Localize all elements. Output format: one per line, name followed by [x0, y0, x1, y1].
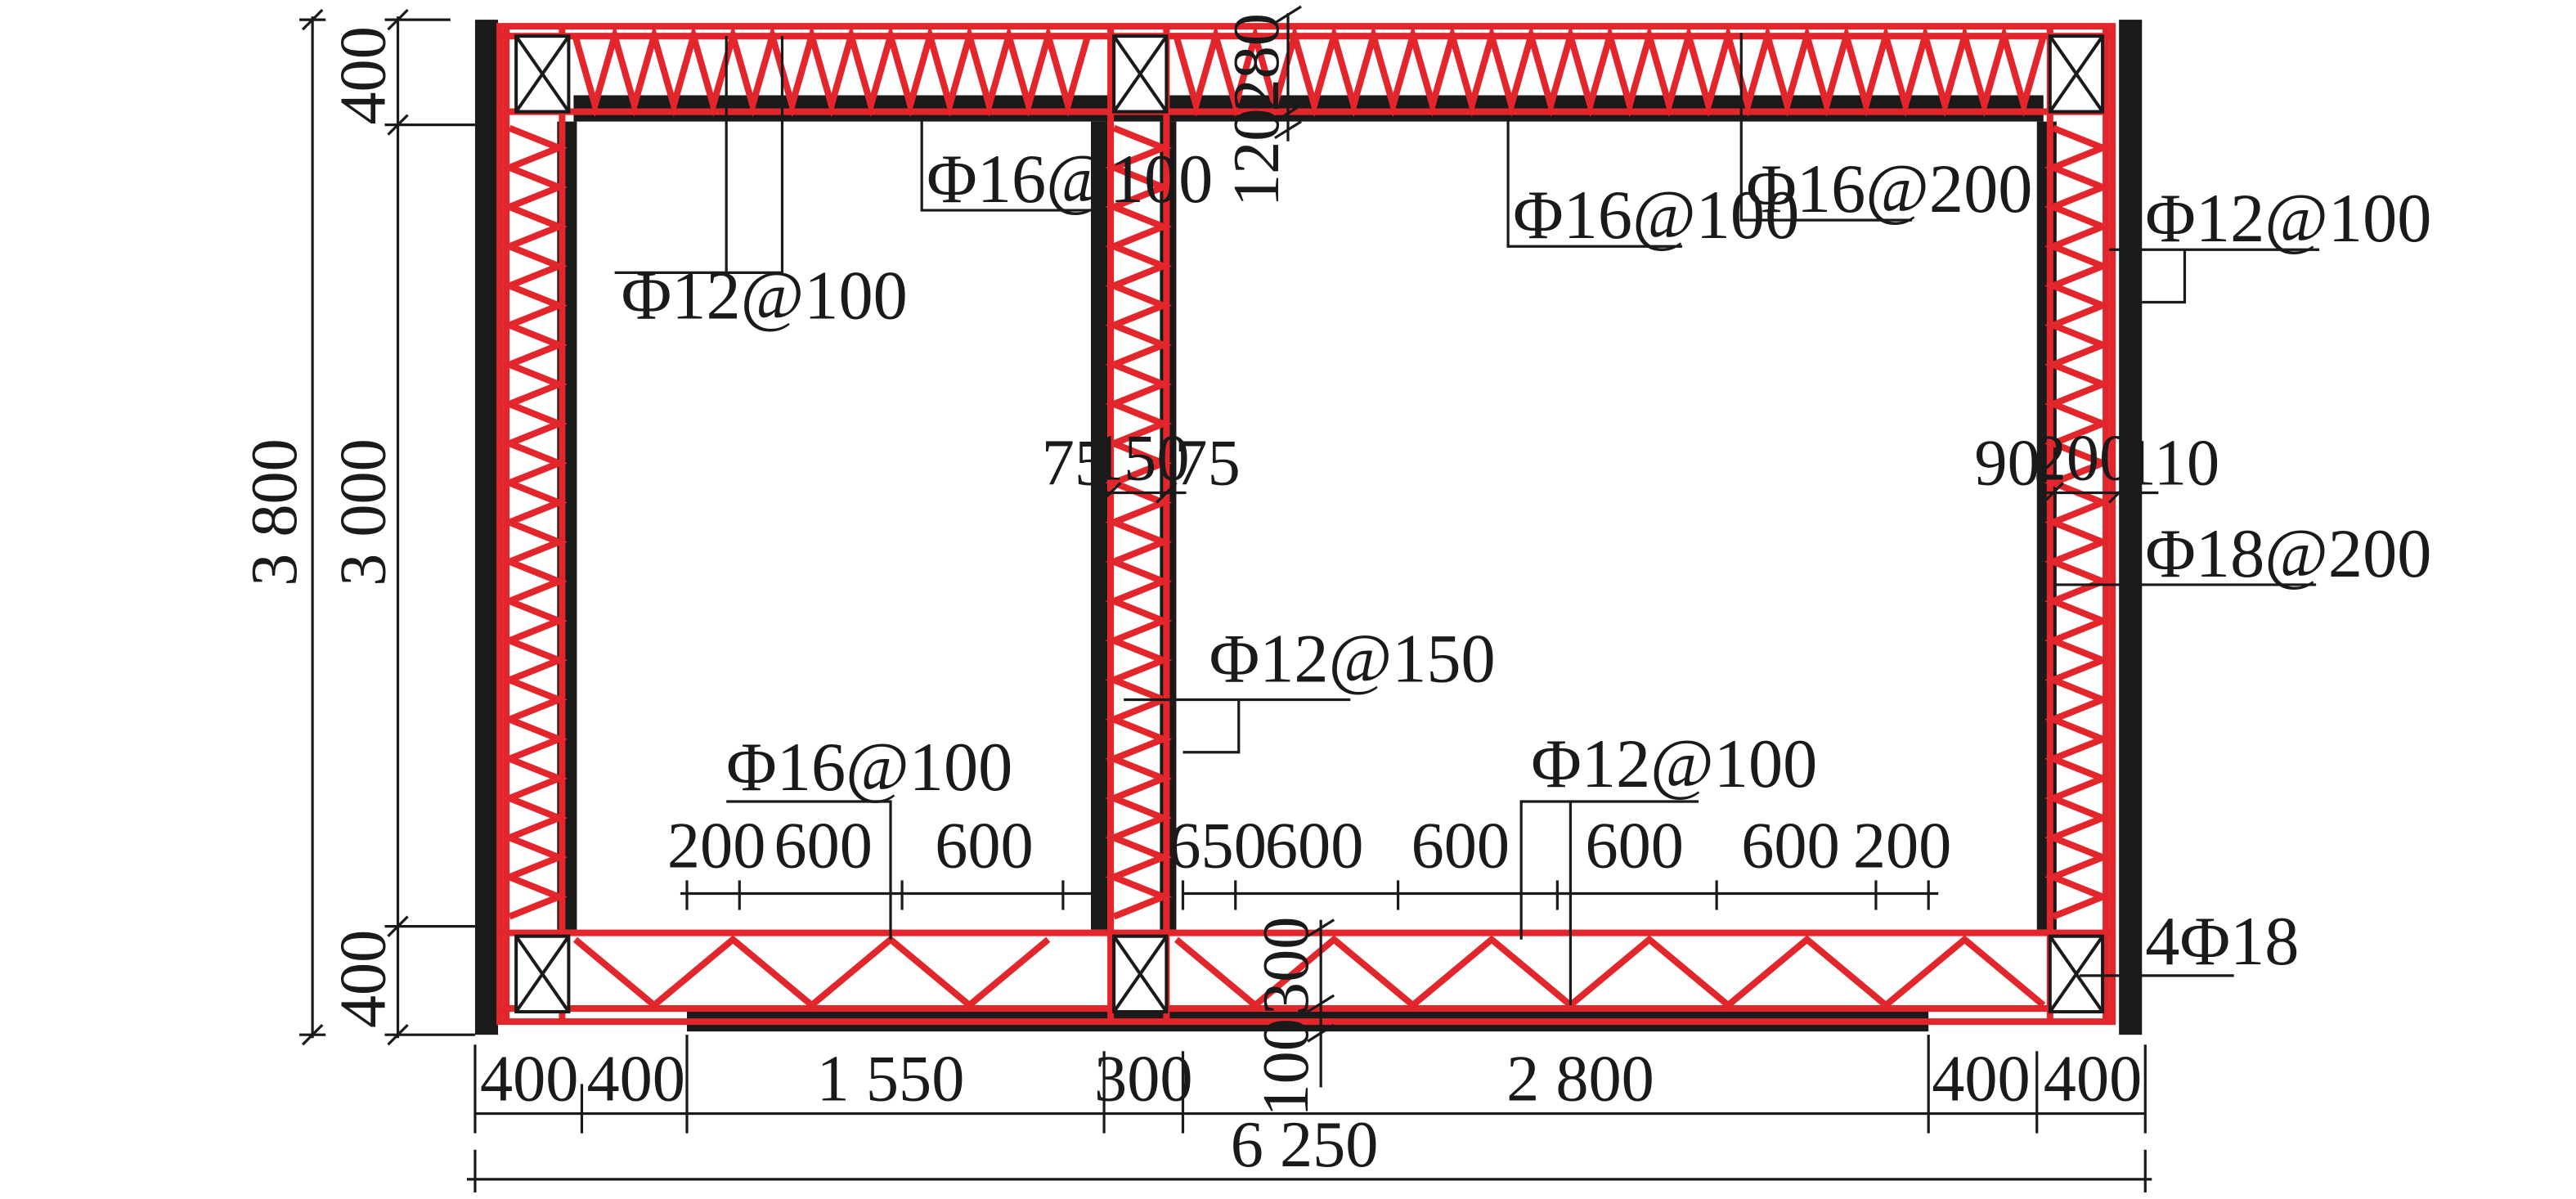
dim-bottom-1: 400	[587, 1043, 685, 1116]
dim-bottom-cover: 100	[1250, 1018, 1322, 1116]
spacing-left-1: 600	[774, 809, 872, 882]
spacing-right-2: 600	[1411, 809, 1510, 882]
dim-bottom-slab: 300	[1250, 917, 1322, 1015]
dim-bottom-total: 6 250	[1231, 1108, 1379, 1181]
dim-bottom-2: 1 550	[817, 1043, 965, 1116]
spacing-right-3: 600	[1585, 809, 1683, 882]
spacing-right-5: 200	[1853, 809, 1951, 882]
dim-left-mid: 3 000	[326, 438, 399, 586]
leader-lines	[614, 33, 2320, 1006]
dimension-texts: 3 800 400 3 000 400 280 120 300 100 75 1…	[238, 13, 2219, 1181]
spacing-right-0: 650	[1168, 809, 1266, 882]
truss-zigzag	[1105, 124, 1173, 920]
rebar-label-top-left-outer: Φ12@100	[622, 258, 908, 335]
dimension-lines	[299, 5, 2159, 1192]
dim-left-total: 3 800	[238, 438, 311, 586]
outer-rebar-envelope	[496, 23, 2116, 1026]
dim-mid-wall-thk: 150	[1091, 421, 1189, 494]
rebar-label-right-wall-inner: Φ18@200	[2145, 516, 2431, 592]
spacing-right-4: 600	[1741, 809, 1839, 882]
spacing-left-2: 600	[935, 809, 1033, 882]
dim-left-top: 400	[326, 26, 399, 124]
rebar-cage	[496, 23, 2116, 1026]
rebar-label-top-right-outer: Φ16@200	[1746, 151, 2032, 227]
left-wall-truss	[500, 124, 568, 920]
rebar-label-top-left-inner: Φ16@100	[927, 141, 1213, 218]
mid-wall-truss	[1105, 124, 1173, 920]
top-slab-truss	[572, 24, 2047, 118]
dim-bottom-0: 400	[480, 1043, 578, 1116]
truss-zigzag	[1173, 24, 2047, 118]
rebar-label-texts: Φ12@100 Φ16@100 Φ16@100 Φ16@200 Φ12@100 …	[622, 141, 2432, 980]
corner-boxes	[514, 34, 2105, 1014]
dim-bottom-3: 300	[1094, 1043, 1192, 1116]
dim-top-cover: 120	[1220, 109, 1293, 207]
truss-zigzag	[572, 935, 1051, 1010]
corner-box-bottom-mid	[1112, 934, 1169, 1014]
spacing-right-1: 600	[1265, 809, 1363, 882]
dim-right-wall-left: 90	[1974, 426, 2040, 499]
rebar-label-bottom-right: Φ12@100	[1531, 726, 1817, 802]
dim-bottom-4: 2 800	[1506, 1043, 1654, 1116]
dim-top-slab: 280	[1220, 13, 1293, 111]
dim-right-wall-right: 110	[2124, 426, 2220, 499]
rebar-label-top-right-inner: Φ16@100	[1513, 177, 1799, 254]
truss-zigzag	[2044, 124, 2112, 920]
dim-mid-wall-right: 75	[1174, 426, 1240, 499]
rebar-label-corner-bars: 4Φ18	[2145, 904, 2299, 980]
rebar-label-mid-wall: Φ12@150	[1209, 621, 1496, 697]
corner-box-top-left	[514, 34, 571, 114]
corner-box-bottom-right	[2048, 934, 2105, 1014]
left-outer-wall	[474, 20, 499, 1035]
right-outer-wall	[2119, 20, 2143, 1035]
dim-mid-wall-left: 75	[1042, 426, 1107, 499]
left-room-right-face	[1091, 121, 1108, 930]
truss-zigzag	[572, 24, 1091, 118]
right-wall-truss	[2044, 124, 2112, 920]
corner-box-top-mid	[1112, 34, 1169, 114]
corner-box-bottom-left	[514, 934, 571, 1014]
dim-bottom-6: 400	[2044, 1043, 2142, 1116]
rebar-label-bottom-left: Φ16@100	[726, 730, 1012, 806]
dim-right-wall-thk: 200	[2034, 421, 2132, 494]
rebar-label-right-wall-outer: Φ12@100	[2145, 181, 2431, 257]
dim-left-bottom: 400	[326, 930, 399, 1028]
truss-zigzag	[500, 124, 568, 920]
corner-box-top-right	[2048, 34, 2105, 114]
dim-bottom-5: 400	[1932, 1043, 2030, 1116]
spacing-left-0: 200	[667, 809, 765, 882]
